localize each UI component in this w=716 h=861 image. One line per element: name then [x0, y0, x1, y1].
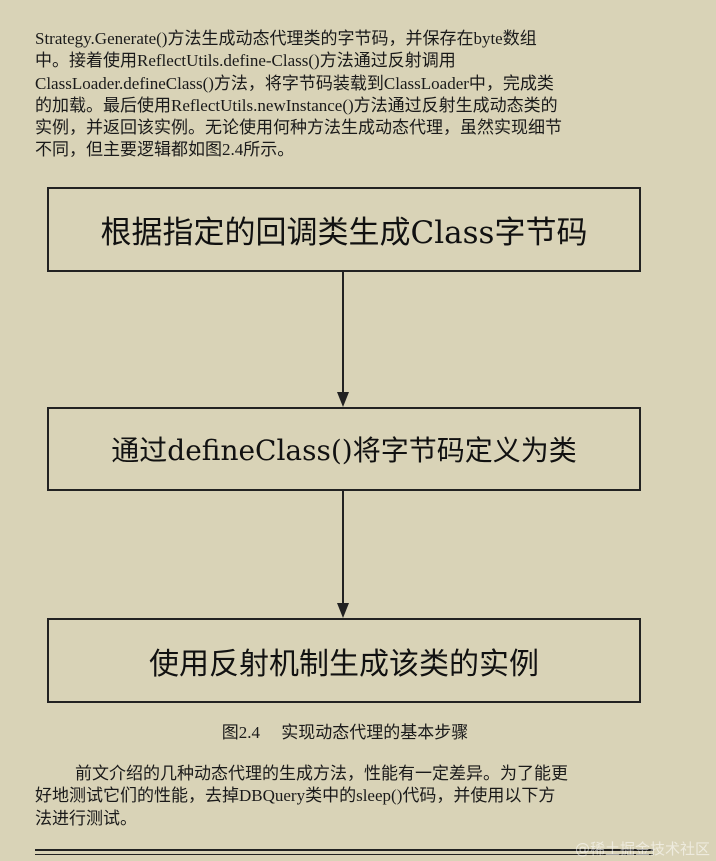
following-paragraph: 前文介绍的几种动态代理的生成方法，性能有一定差异。为了能更 好地测试它们的性能，… — [35, 763, 665, 830]
text-line: ClassLoader.defineClass()方法，将字节码装载到Class… — [35, 73, 554, 93]
text-line: 前文介绍的几种动态代理的生成方法，性能有一定差异。为了能更 — [75, 764, 568, 783]
text-line: 的加载。最后使用ReflectUtils.newInstance()方法通过反射… — [35, 95, 558, 115]
watermark: @稀土掘金技术社区 — [574, 840, 710, 858]
text-line: 中。接着使用ReflectUtils.define-Class()方法通过反射调… — [35, 51, 456, 71]
text-line: 不同，但主要逻辑都如图2.4所示。 — [35, 140, 295, 160]
flowchart-step-1: 根据指定的回调类生成Class字节码 — [47, 187, 641, 272]
section-divider — [35, 849, 653, 855]
text-line: 实例，并返回该实例。无论使用何种方法生成动态代理，虽然实现细节 — [35, 118, 562, 138]
intro-paragraph: Strategy.Generate()方法生成动态代理类的字节码，并保存在byt… — [35, 28, 665, 162]
text-line: Strategy.Generate()方法生成动态代理类的字节码，并保存在byt… — [35, 29, 537, 48]
text-line: 法进行测试。 — [35, 808, 137, 828]
arrow-step1-to-step2 — [337, 271, 349, 407]
figure-caption: 图2.4 实现动态代理的基本步骤 — [221, 723, 469, 742]
flowchart-step-2: 通过defineClass()将字节码定义为类 — [47, 407, 641, 491]
flowchart-step-3: 使用反射机制生成该类的实例 — [47, 618, 641, 703]
text-line: 好地测试它们的性能，去掉DBQuery类中的sleep()代码，并使用以下方 — [35, 786, 556, 806]
arrow-step2-to-step3 — [337, 491, 349, 618]
